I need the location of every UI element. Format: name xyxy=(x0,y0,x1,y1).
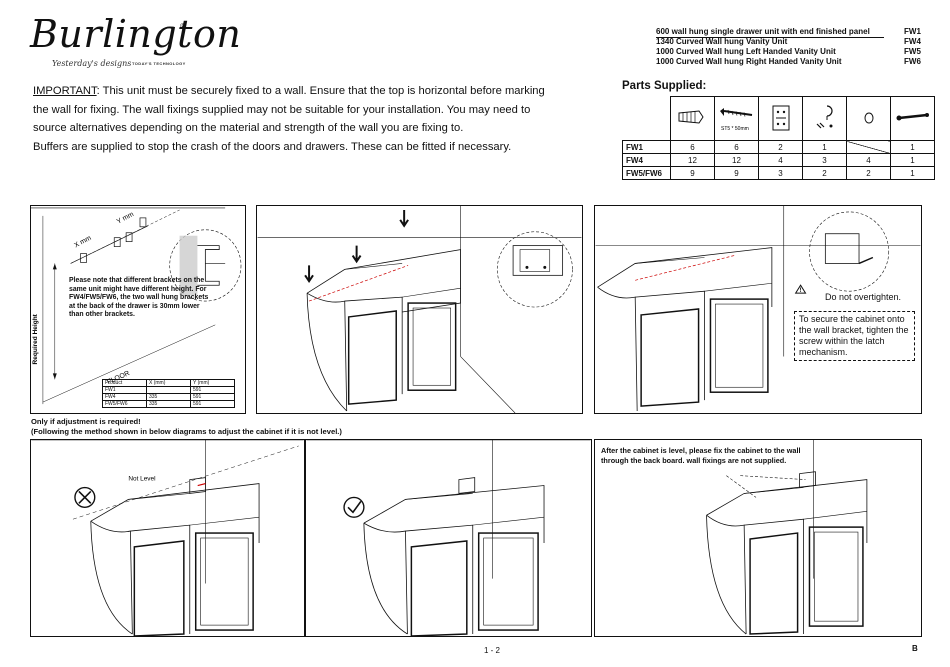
parts-table: ST5 * 50mm FW1 6 6 2 1 1 FW4 12 12 4 3 4… xyxy=(622,96,935,180)
model-underline xyxy=(656,37,884,38)
page-number: 1 - 2 xyxy=(484,646,501,655)
parts-row: FW1 6 6 2 1 1 xyxy=(622,140,935,154)
wall-bracket-icon xyxy=(758,96,803,141)
buffer-icon xyxy=(846,96,891,141)
y-mm-label: Y mm xyxy=(116,211,135,226)
hang-cabinet-diagram xyxy=(257,206,582,413)
latch-screw-icon xyxy=(890,96,935,141)
logo-technology: TODAY'S TECHNOLOGY xyxy=(132,61,186,66)
panel-hang-cabinet xyxy=(256,205,583,414)
screw-label: ST5 * 50mm xyxy=(721,126,749,132)
parts-title: Parts Supplied: xyxy=(622,80,707,92)
logo-wordmark: Burlington xyxy=(30,12,242,56)
parts-row: FW5/FW6 9 9 3 2 2 1 xyxy=(622,166,935,180)
required-height-label: Required Height xyxy=(32,313,39,364)
revision-letter: B xyxy=(912,644,918,653)
buffers-paragraph: Buffers are supplied to stop the crash o… xyxy=(33,140,512,153)
burlington-logo: Burlington ® Yesterday's designs TODAY'S… xyxy=(30,12,241,74)
logo-tagline: Yesterday's designs xyxy=(52,59,132,68)
panel-fix-wall xyxy=(594,439,922,637)
not-level-diagram: Not Level xyxy=(31,440,304,636)
warning-icon: ! xyxy=(800,288,802,294)
fix-wall-note: After the cabinet is level, please fix t… xyxy=(601,446,801,465)
important-paragraph: IMPORTANT: This unit must be securely fi… xyxy=(33,85,545,134)
panel-not-level: Not Level xyxy=(30,439,305,637)
important-notice: IMPORTANT: This unit must be securely fi… xyxy=(33,82,553,156)
overtighten-warning: Do not overtighten. xyxy=(825,292,902,302)
registered-mark: ® xyxy=(180,22,186,31)
parts-row: FW4 12 12 4 3 4 1 xyxy=(622,153,935,167)
model-row: 1000 Curved Wall hung Left Handed Vanity… xyxy=(656,47,921,56)
panel-secure-cabinet: ! xyxy=(594,205,922,414)
model-list: 600 wall hung single drawer unit with en… xyxy=(656,27,926,67)
bracket-height-note: Please note that different brackets on t… xyxy=(69,277,209,319)
not-level-label: Not Level xyxy=(128,476,155,483)
secure-callout: To secure the cabinet onto the wall brac… xyxy=(794,311,915,361)
level-diagram xyxy=(306,440,591,636)
panel-level xyxy=(305,439,592,637)
screw-icon: ST5 * 50mm xyxy=(714,96,759,141)
hook-fitting-icon xyxy=(802,96,847,141)
adjustment-note: Only if adjustment is required! (Followi… xyxy=(31,417,342,436)
fix-wall-diagram xyxy=(706,440,868,635)
x-mm-label: X mm xyxy=(73,235,92,250)
model-row: 600 wall hung single drawer unit with en… xyxy=(656,27,921,36)
diagonal-cell xyxy=(846,140,891,154)
wall-plug-icon xyxy=(670,96,715,141)
secure-cabinet-diagram: ! xyxy=(595,206,921,412)
model-row: 1000 Curved Wall hung Right Handed Vanit… xyxy=(656,57,921,66)
